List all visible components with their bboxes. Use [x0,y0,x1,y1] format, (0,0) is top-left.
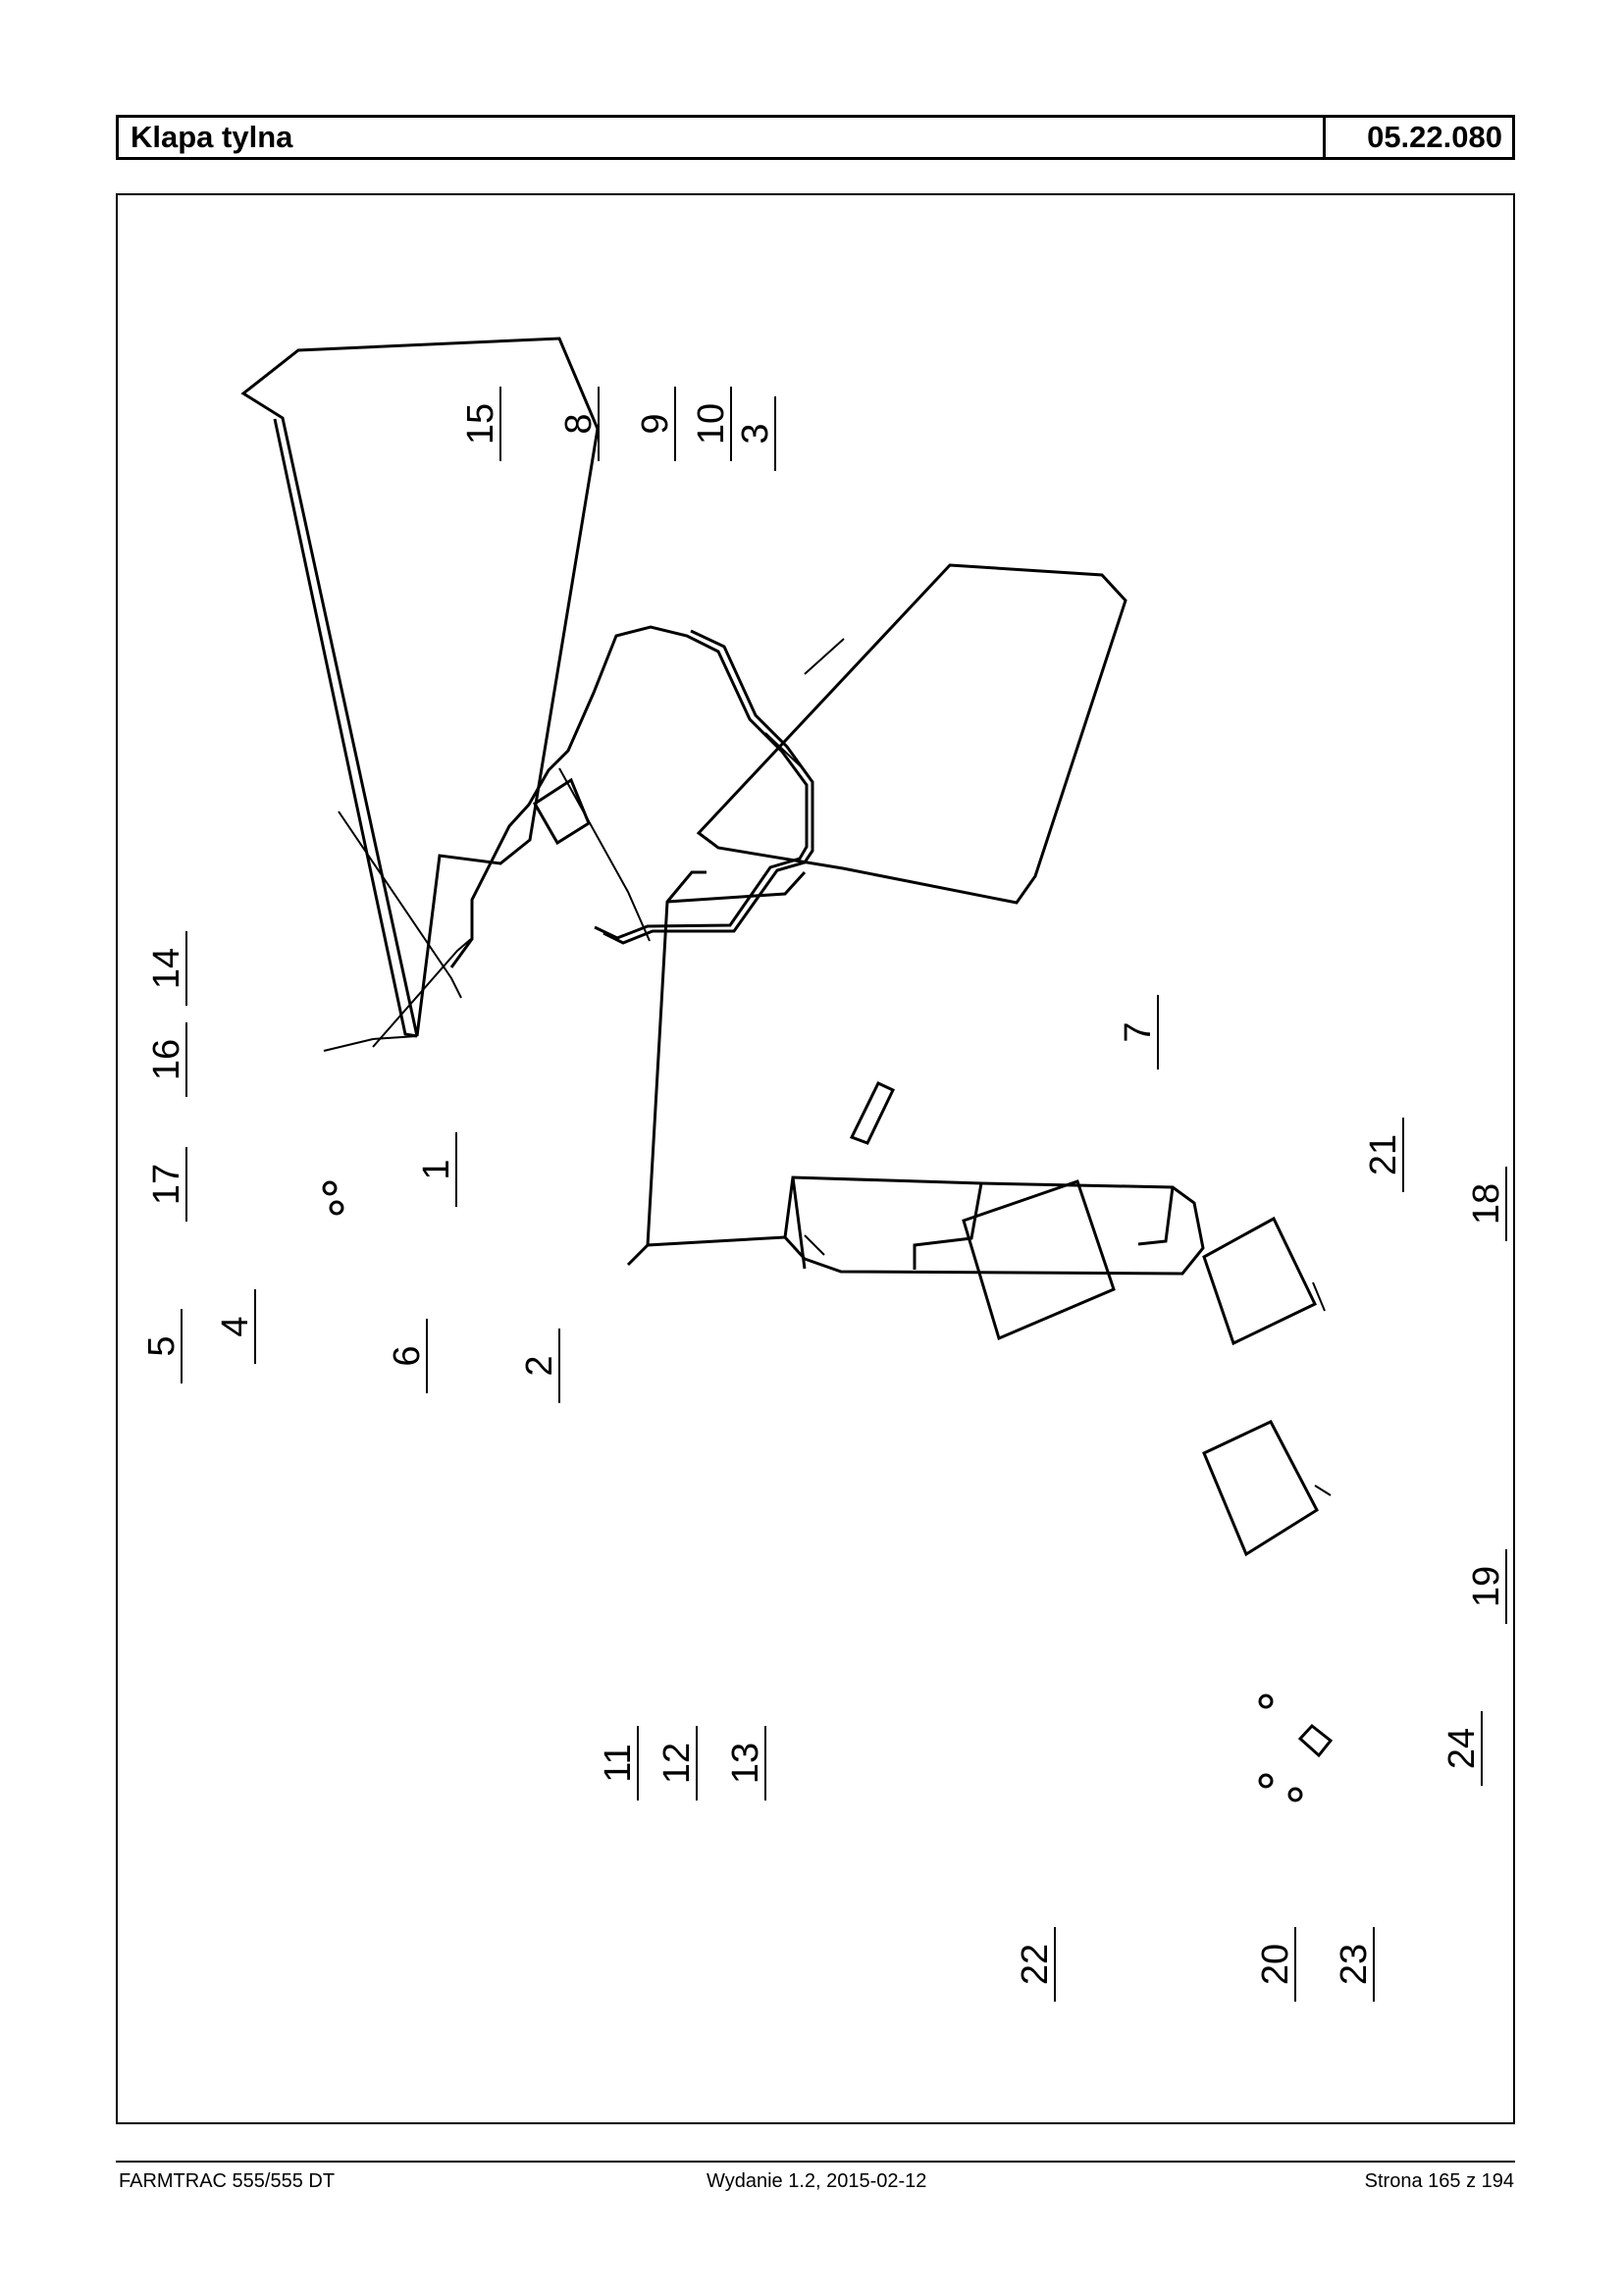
page-header: Klapa tylna 05.22.080 [116,115,1515,160]
callout-13: 13 [725,1743,766,1784]
callout-14: 14 [146,948,187,989]
callout-23: 23 [1334,1944,1375,1985]
callout-11: 11 [598,1744,639,1782]
callout-22: 22 [1015,1944,1056,1985]
callout-20: 20 [1255,1944,1296,1985]
callout-1: 1 [416,1159,457,1179]
callout-17: 17 [146,1164,187,1205]
callout-24: 24 [1441,1728,1483,1769]
part-panel-21 [962,1179,1116,1341]
page-title: Klapa tylna [131,120,293,154]
part-4 [532,777,591,846]
callout-9: 9 [635,413,676,434]
part-glass-panel [696,563,1127,905]
callout-18: 18 [1466,1183,1507,1225]
part-lower-frame [783,1175,1205,1276]
callout-15: 15 [460,403,501,444]
footer-edition: Wydanie 1.2, 2015-02-12 [707,2170,927,2192]
callout-12: 12 [656,1743,698,1784]
part-20 [1297,1723,1334,1758]
callout-21: 21 [1363,1134,1404,1175]
callout-2: 2 [519,1355,560,1376]
callout-19: 19 [1466,1566,1507,1607]
part-hinge-bar [449,625,809,968]
callout-10: 10 [691,403,732,444]
callout-6: 6 [387,1345,428,1366]
callout-7: 7 [1118,1021,1159,1042]
header-divider [1323,118,1326,157]
part-group-code: 05.22.080 [1367,120,1502,154]
part-19 [1202,1420,1319,1557]
callout-16: 16 [146,1039,187,1080]
part-gas-strut [849,1081,896,1145]
footer-page-number: Strona 165 z 194 [1364,2170,1514,2192]
callout-8: 8 [558,413,600,434]
callout-5: 5 [141,1335,183,1356]
callout-4: 4 [215,1316,256,1336]
footer-rule [116,2161,1515,2163]
callout-3: 3 [735,423,776,443]
part-rear-door-panel [240,337,600,1037]
part-18 [1202,1216,1318,1346]
footer-model: FARMTRAC 555/555 DT [119,2170,336,2192]
